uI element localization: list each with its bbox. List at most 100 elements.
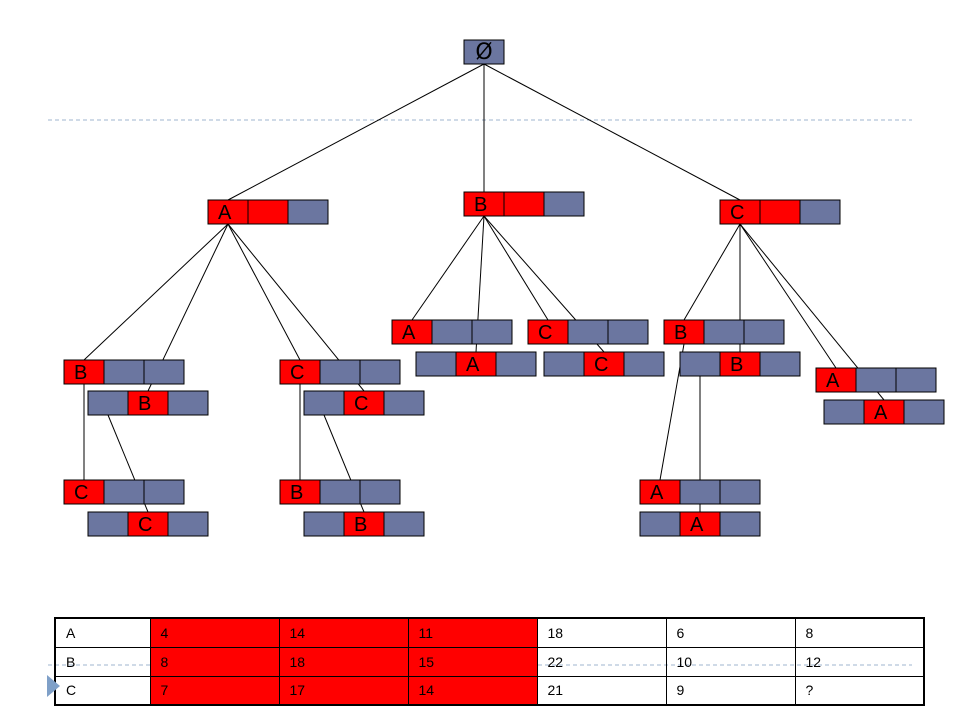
table-cell: 8 <box>794 617 925 648</box>
node-cell <box>87 511 129 537</box>
node-cell <box>607 319 649 345</box>
node-cell <box>391 319 433 345</box>
node-cell <box>63 359 105 385</box>
table-cell: 22 <box>536 646 667 677</box>
node-B: B <box>463 191 585 217</box>
node-A: A <box>207 199 329 225</box>
row-label: C <box>54 675 151 706</box>
node-BA2: A <box>415 351 537 377</box>
table-cell: 15 <box>407 646 538 677</box>
node-label: C <box>730 202 744 224</box>
node-CA2: A <box>823 399 945 425</box>
node-label: C <box>354 393 368 415</box>
edge-A-AB1 <box>83 223 229 361</box>
node-cell <box>167 511 209 537</box>
node-cell <box>383 390 425 416</box>
table-cell: 8 <box>149 646 280 677</box>
edge-B-BC1 <box>483 215 549 321</box>
node-label: B <box>730 354 743 376</box>
node-cell <box>431 319 473 345</box>
node-C: C <box>719 199 841 225</box>
node-label: C <box>594 354 608 376</box>
node-cell <box>319 359 361 385</box>
node-cell <box>143 359 185 385</box>
table-cell: 9 <box>665 675 796 706</box>
node-cell <box>247 199 289 225</box>
node-cell <box>279 359 321 385</box>
node-cell <box>543 191 585 217</box>
node-cell <box>303 390 345 416</box>
node-CA1: A <box>815 367 937 393</box>
node-CBA1: A <box>639 479 761 505</box>
node-label: A <box>402 322 416 344</box>
node-cell <box>639 479 681 505</box>
node-label: B <box>74 362 87 384</box>
node-root: Ø <box>463 39 505 65</box>
node-cell <box>679 479 721 505</box>
node-cell <box>415 351 457 377</box>
table-cell: 11 <box>407 617 538 648</box>
node-cell <box>863 399 905 425</box>
node-cell <box>279 479 321 505</box>
row-label: A <box>54 617 151 648</box>
node-label: B <box>674 322 687 344</box>
node-CB1: B <box>663 319 785 345</box>
node-cell <box>703 319 745 345</box>
node-cell <box>679 511 721 537</box>
edge-C-CB1 <box>683 223 741 321</box>
node-cell <box>759 199 801 225</box>
node-cell <box>743 319 785 345</box>
node-cell <box>663 319 705 345</box>
node-cell <box>463 191 505 217</box>
node-label: A <box>650 482 664 504</box>
node-label: A <box>874 402 888 424</box>
node-cell <box>823 399 865 425</box>
node-label: B <box>138 393 151 415</box>
node-cell <box>143 479 185 505</box>
table-cell: 4 <box>149 617 280 648</box>
node-label: A <box>826 370 840 392</box>
node-BA1: A <box>391 319 513 345</box>
node-label: C <box>138 514 152 536</box>
node-cell <box>87 390 129 416</box>
node-cell <box>495 351 537 377</box>
node-cell <box>287 199 329 225</box>
node-cell <box>583 351 625 377</box>
edge-root-A <box>227 63 485 201</box>
node-cell <box>639 511 681 537</box>
node-cell <box>799 199 841 225</box>
node-cell <box>319 479 361 505</box>
node-cell <box>903 399 945 425</box>
node-cell <box>359 479 401 505</box>
node-cell <box>103 479 145 505</box>
node-cell <box>759 351 801 377</box>
node-cell <box>815 367 857 393</box>
edge-root-C <box>483 63 741 201</box>
node-cell <box>719 351 761 377</box>
node-cell <box>679 351 721 377</box>
node-AB2: B <box>87 390 209 416</box>
edge-B-BA1 <box>411 215 485 321</box>
node-AC1: C <box>279 359 401 385</box>
node-ABC2: C <box>87 511 209 537</box>
node-label: B <box>474 194 487 216</box>
table-cell: 14 <box>407 675 538 706</box>
node-ABC1: C <box>63 479 185 505</box>
node-ACB1: B <box>279 479 401 505</box>
table-cell: ? <box>794 675 925 706</box>
table-cell: 18 <box>278 646 409 677</box>
table-cell: 21 <box>536 675 667 706</box>
node-label: B <box>354 514 367 536</box>
table-cell: 7 <box>149 675 280 706</box>
node-cell <box>63 479 105 505</box>
node-cell <box>719 511 761 537</box>
slide-bullet-icon <box>47 675 60 697</box>
edge-C-CA1 <box>739 223 837 369</box>
node-label: Ø <box>475 40 492 65</box>
node-BC1: C <box>527 319 649 345</box>
node-label: B <box>290 482 303 504</box>
